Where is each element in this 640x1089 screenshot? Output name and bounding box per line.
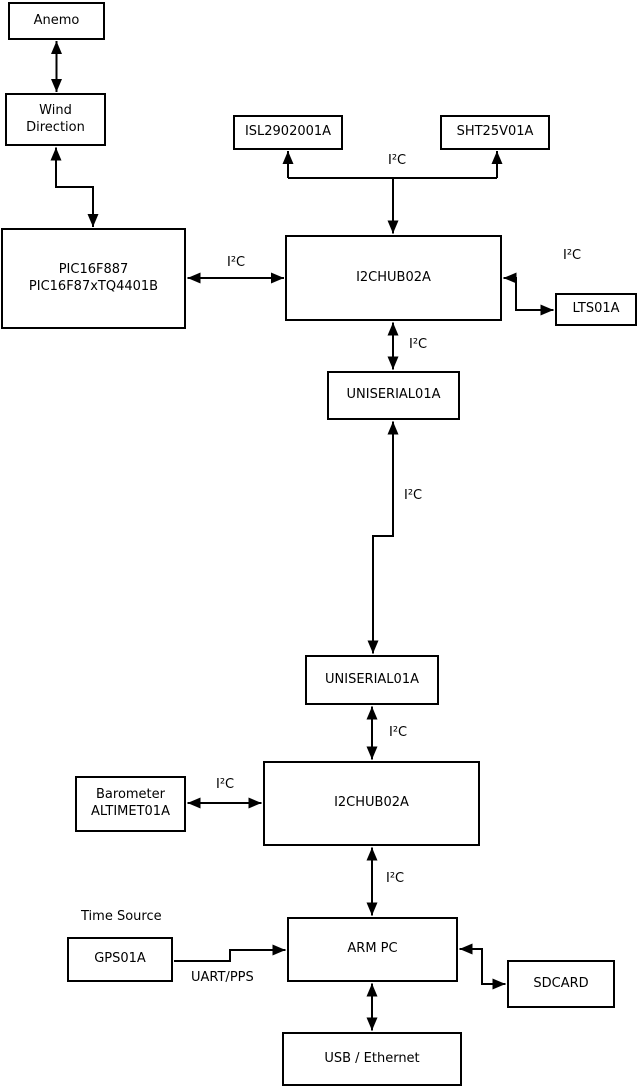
node-i2chub02a-lower-label: I2CHUB02A	[334, 795, 409, 811]
edge-label-uart-pps: UART/PPS	[191, 970, 254, 985]
node-uniserial01a-upper: UNISERIAL01A	[327, 371, 460, 420]
node-i2chub02a-upper: I2CHUB02A	[285, 235, 502, 321]
connector-armpc-sdcard	[459, 943, 506, 990]
node-wind-direction: Wind Direction	[5, 93, 106, 146]
node-wind-direction-label-line2: Direction	[26, 119, 85, 135]
edge-label-i2c-uniserial2-hub2: I²C	[389, 725, 408, 740]
node-anemo-label: Anemo	[33, 12, 80, 28]
node-anemo: Anemo	[8, 2, 105, 40]
node-wind-direction-label-line1: Wind	[39, 102, 72, 118]
connector-wind-direction-pic	[50, 147, 99, 227]
node-i2chub02a-lower: I2CHUB02A	[263, 761, 480, 846]
node-uniserial01a-upper-label: UNISERIAL01A	[346, 387, 441, 403]
node-isl2902001a-label: ISL2902001A	[244, 124, 332, 140]
edge-label-i2c-hub1-uniserial1: I²C	[409, 337, 428, 352]
node-pic16f887: PIC16F887 PIC16F87xTQ4401B	[1, 228, 186, 329]
node-isl2902001a: ISL2902001A	[233, 115, 343, 150]
node-gps01a: GPS01A	[67, 937, 173, 982]
node-i2chub02a-upper-label: I2CHUB02A	[356, 269, 431, 285]
connector-uniserial1-uniserial2	[367, 421, 399, 654]
connector-hub1-lts	[503, 272, 554, 316]
node-sdcard-label: SDCARD	[533, 975, 589, 991]
node-lts01a-label: LTS01A	[572, 301, 620, 317]
node-sht25v01a-label: SHT25V01A	[456, 124, 534, 140]
node-pic16f887-label-line1: PIC16F887	[58, 261, 129, 277]
node-pic16f887-label-line2: PIC16F87xTQ4401B	[28, 278, 159, 294]
node-sht25v01a: SHT25V01A	[440, 115, 550, 150]
node-uniserial01a-lower-label: UNISERIAL01A	[325, 671, 419, 687]
annotation-time-source: Time Source	[81, 909, 162, 924]
node-barometer-altimet01a: Barometer ALTIMET01A	[75, 776, 186, 832]
node-barometer-label-line1: Barometer	[96, 787, 165, 803]
edge-label-i2c-uniserial1-uniserial2: I²C	[404, 488, 423, 503]
edge-label-i2c-pic-hub1: I²C	[227, 255, 246, 270]
node-sdcard: SDCARD	[507, 960, 615, 1008]
node-arm-pc-label: ARM PC	[347, 941, 398, 957]
edge-label-i2c-hub1-lts: I²C	[563, 248, 582, 263]
node-arm-pc: ARM PC	[287, 917, 458, 982]
connector-gps-armpc	[174, 944, 286, 962]
edge-label-i2c-top-bus: I²C	[388, 153, 407, 168]
node-usb-ethernet-label: USB / Ethernet	[324, 1050, 420, 1066]
node-gps01a-label: GPS01A	[94, 951, 146, 967]
node-usb-ethernet: USB / Ethernet	[282, 1032, 462, 1086]
node-barometer-label-line2: ALTIMET01A	[91, 804, 170, 819]
edge-label-i2c-barometer-hub2: I²C	[216, 777, 235, 792]
node-uniserial01a-lower: UNISERIAL01A	[305, 655, 439, 705]
edge-label-i2c-hub2-armpc: I²C	[386, 871, 405, 886]
node-lts01a: LTS01A	[555, 293, 637, 326]
